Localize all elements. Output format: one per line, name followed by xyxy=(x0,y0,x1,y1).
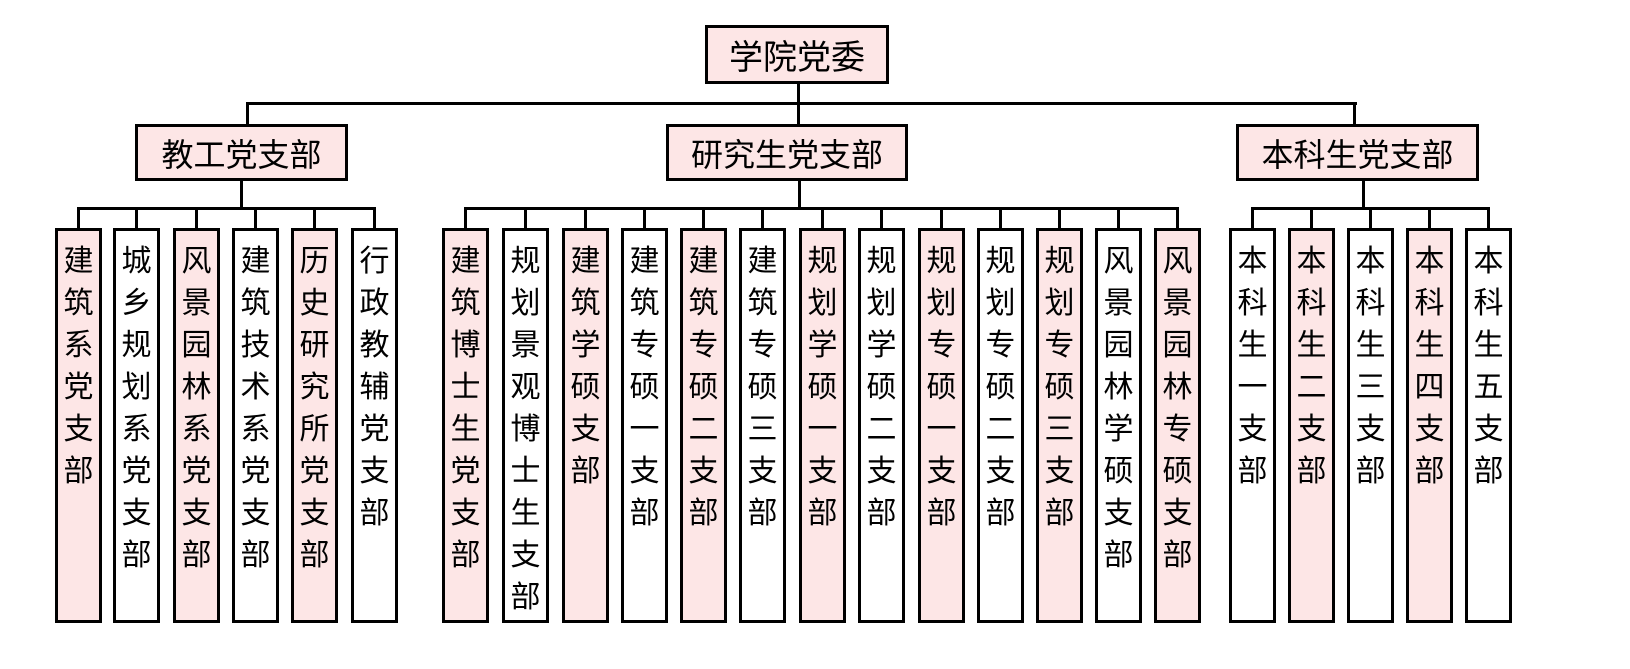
branch-leaf-node: 本科生四支部 xyxy=(1406,228,1453,623)
connector xyxy=(246,102,249,125)
leaf-label: 建筑专硕一支部 xyxy=(629,244,660,531)
leaf-label: 规划学硕一支部 xyxy=(807,244,838,531)
connector xyxy=(1176,207,1179,229)
connector xyxy=(524,207,527,229)
connector xyxy=(195,207,198,229)
connector xyxy=(1428,207,1431,229)
branch-leaf-node: 风景园林学硕支部 xyxy=(1095,228,1142,623)
connector xyxy=(1353,102,1356,125)
leaf-label: 行政教辅党支部 xyxy=(359,244,390,531)
connector xyxy=(1487,207,1490,229)
branch-leaf-node: 行政教辅党支部 xyxy=(351,228,398,623)
branch-leaf-node: 建筑技术系党支部 xyxy=(232,228,279,623)
connector xyxy=(643,207,646,229)
connector xyxy=(240,180,243,209)
branch-leaf-node: 本科生五支部 xyxy=(1465,228,1512,623)
connector xyxy=(798,180,801,209)
connector xyxy=(246,102,1357,105)
connector xyxy=(135,207,138,229)
branch-label: 研究生党支部 xyxy=(690,135,883,174)
branch-leaf-node: 历史研究所党支部 xyxy=(291,228,338,623)
leaf-label: 规划学硕二支部 xyxy=(866,244,897,531)
leaf-label: 建筑系党支部 xyxy=(63,244,94,489)
root-node: 学院党委 xyxy=(705,25,889,84)
connector xyxy=(702,207,705,229)
connector xyxy=(1117,207,1120,229)
connector xyxy=(1251,207,1254,229)
connector xyxy=(1058,207,1061,229)
leaf-label: 建筑博士生党支部 xyxy=(450,244,481,573)
connector xyxy=(1362,180,1365,209)
connector xyxy=(1369,207,1372,229)
connector xyxy=(584,207,587,229)
connector xyxy=(77,207,376,210)
leaf-label: 城乡规划系党支部 xyxy=(121,244,152,573)
connector xyxy=(313,207,316,229)
branch-leaf-node: 本科生三支部 xyxy=(1347,228,1394,623)
branch-leaf-node: 风景园林专硕支部 xyxy=(1154,228,1201,623)
connector xyxy=(797,83,800,104)
connector xyxy=(797,102,800,125)
connector xyxy=(1310,207,1313,229)
leaf-label: 建筑专硕二支部 xyxy=(688,244,719,531)
leaf-label: 规划专硕三支部 xyxy=(1044,244,1075,531)
branch-leaf-node: 建筑专硕三支部 xyxy=(739,228,786,623)
branch-node-undergraduate: 本科生党支部 xyxy=(1236,124,1479,181)
branch-node-graduate: 研究生党支部 xyxy=(666,124,908,181)
branch-leaf-node: 风景园林系党支部 xyxy=(173,228,220,623)
connector xyxy=(464,207,467,229)
leaf-label: 建筑专硕三支部 xyxy=(747,244,778,531)
leaf-label: 风景园林系党支部 xyxy=(181,244,212,573)
leaf-label: 本科生一支部 xyxy=(1237,244,1268,489)
leaf-label: 规划景观博士生支部 xyxy=(510,244,541,615)
branch-leaf-node: 规划学硕一支部 xyxy=(799,228,846,623)
connector xyxy=(999,207,1002,229)
leaf-label: 规划专硕二支部 xyxy=(985,244,1016,531)
branch-leaf-node: 建筑专硕一支部 xyxy=(621,228,668,623)
branch-label: 教工党支部 xyxy=(161,135,322,174)
root-label: 学院党委 xyxy=(729,38,865,78)
branch-leaf-node: 建筑博士生党支部 xyxy=(442,228,489,623)
leaf-label: 本科生四支部 xyxy=(1414,244,1445,489)
branch-leaf-node: 规划学硕二支部 xyxy=(858,228,905,623)
leaf-label: 建筑技术系党支部 xyxy=(240,244,271,573)
connector xyxy=(880,207,883,229)
branch-leaf-node: 城乡规划系党支部 xyxy=(113,228,160,623)
branch-node-faculty: 教工党支部 xyxy=(135,124,348,181)
leaf-label: 历史研究所党支部 xyxy=(299,244,330,573)
connector xyxy=(77,207,80,229)
connector xyxy=(821,207,824,229)
branch-leaf-node: 规划专硕一支部 xyxy=(918,228,965,623)
branch-leaf-node: 建筑系党支部 xyxy=(55,228,102,623)
connector xyxy=(940,207,943,229)
leaf-label: 本科生二支部 xyxy=(1296,244,1327,489)
branch-leaf-node: 建筑专硕二支部 xyxy=(680,228,727,623)
connector xyxy=(254,207,257,229)
branch-leaf-node: 本科生一支部 xyxy=(1229,228,1276,623)
leaf-label: 本科生五支部 xyxy=(1473,244,1504,489)
branch-leaf-node: 本科生二支部 xyxy=(1288,228,1335,623)
leaf-label: 规划专硕一支部 xyxy=(926,244,957,531)
leaf-label: 风景园林专硕支部 xyxy=(1162,244,1193,573)
leaf-label: 风景园林学硕支部 xyxy=(1103,244,1134,573)
leaf-label: 建筑学硕支部 xyxy=(570,244,601,489)
leaf-label: 本科生三支部 xyxy=(1355,244,1386,489)
branch-leaf-node: 规划专硕三支部 xyxy=(1036,228,1083,623)
branch-leaf-node: 规划景观博士生支部 xyxy=(502,228,549,623)
connector xyxy=(373,207,376,229)
branch-label: 本科生党支部 xyxy=(1261,135,1454,174)
connector xyxy=(761,207,764,229)
branch-leaf-node: 建筑学硕支部 xyxy=(562,228,609,623)
branch-leaf-node: 规划专硕二支部 xyxy=(977,228,1024,623)
